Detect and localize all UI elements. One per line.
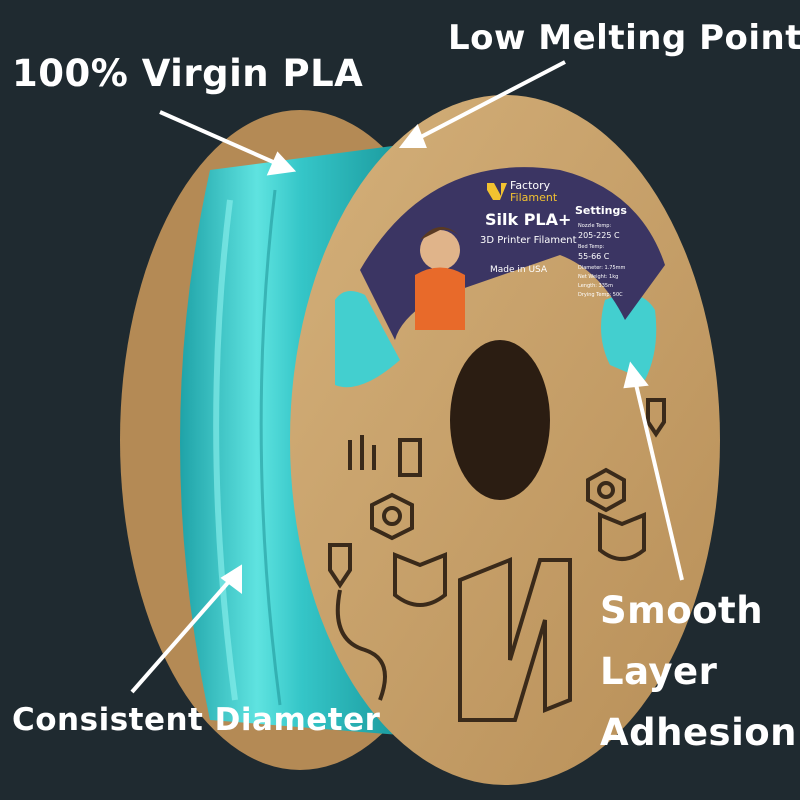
setting-line: 55-66 C [578,252,610,261]
cable-icon [335,589,387,701]
setting-line: Drying Temp: 50C [578,292,623,298]
setting-line: Bed Temp: [578,244,605,250]
filament-window-left [335,291,400,388]
spool-hub [450,340,550,500]
hex-nut-icon [370,492,414,541]
callout-adhesion-line: Adhesion [600,711,798,754]
hex-key-icon [348,435,376,470]
arrow-diameter [130,576,234,694]
arrow-virgin [159,110,281,167]
spool-icon [398,438,422,477]
product-origin: Made in USA [490,265,548,275]
hex-nut-icon-2 [586,467,626,513]
owl-icon-2 [598,512,646,561]
arrow-melting [414,60,566,142]
product-name: Silk PLA+ [485,210,571,229]
filament-window-right [601,294,657,380]
brand-logo-icon [487,183,507,200]
setting-line: Length: 335m [578,283,613,289]
settings-title: Settings [575,204,627,217]
setting-line: Net Weight: 1kg [578,274,618,280]
callout-virgin-pla: 100% Virgin PLA [12,52,364,95]
callout-smooth-layer-adhesion: Smooth Layer Adhesion [600,580,797,763]
nf-logo-icon [458,557,572,722]
callout-layer-line: Layer [600,650,718,693]
owl-icon [393,552,447,607]
callout-smooth-line: Smooth [600,589,764,632]
callout-arrows [130,60,684,694]
nozzle-icon [328,543,352,589]
brand-name-line1: Factory [510,179,551,192]
mascot-icon [420,230,460,270]
nozzle-icon-2 [646,398,666,438]
setting-line: 205-225 C [578,231,620,240]
callout-consistent-diameter: Consistent Diameter [12,702,381,738]
callout-low-melting-point: Low Melting Point [448,18,800,58]
product-subtitle: 3D Printer Filament [480,235,577,246]
setting-line: Nozzle Temp: [578,223,611,229]
arrow-smooth [633,379,684,581]
setting-line: Diameter: 1.75mm [578,265,626,271]
brand-name-line2: Filament [510,191,558,204]
